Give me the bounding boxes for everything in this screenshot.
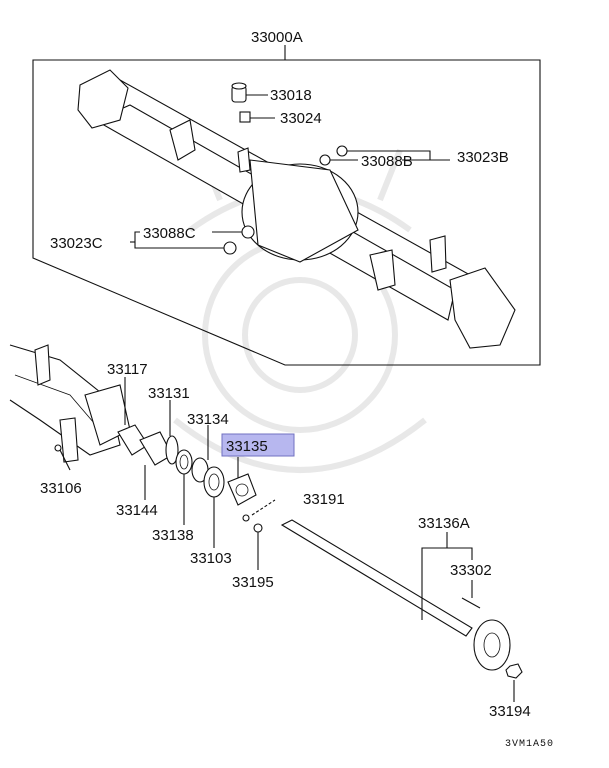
label-33195: 33195 <box>232 574 274 591</box>
label-33144: 33144 <box>116 502 158 519</box>
part-33106-bolt <box>54 444 71 471</box>
part-33136a-axle-shaft <box>280 519 511 671</box>
label-33088c: 33088C <box>143 225 196 242</box>
part-33144-plate <box>139 431 173 500</box>
label-33136a: 33136A <box>418 515 470 532</box>
label-33134: 33134 <box>187 411 229 428</box>
label-33194: 33194 <box>489 703 531 720</box>
part-33302-bolt <box>461 580 481 609</box>
label-33135: 33135 <box>226 438 268 455</box>
label-33131: 33131 <box>148 385 190 402</box>
part-33138-ring <box>175 449 193 525</box>
part-33195-nut <box>253 523 263 570</box>
drawing-code: 3VM1A50 <box>505 739 554 750</box>
label-33088b: 33088B <box>361 153 413 170</box>
label-33138: 33138 <box>152 527 194 544</box>
label-33000a: 33000A <box>251 29 303 46</box>
label-33103: 33103 <box>190 550 232 567</box>
part-33103-bearing <box>203 466 225 548</box>
part-33191-nut <box>242 499 276 522</box>
part-33088c-nut <box>130 225 255 255</box>
label-33024: 33024 <box>280 110 322 127</box>
label-33023b: 33023B <box>457 149 509 166</box>
part-33131-seal <box>165 400 179 465</box>
part-33135-retainer <box>227 457 257 506</box>
label-33018: 33018 <box>270 87 312 104</box>
part-33194-nut <box>505 663 523 702</box>
part-33018-breather <box>231 82 268 103</box>
label-33106: 33106 <box>40 480 82 497</box>
label-33117: 33117 <box>107 361 148 378</box>
part-33024-plug <box>239 111 275 123</box>
axle-housing <box>77 69 516 349</box>
highlight-33135 <box>221 433 295 457</box>
label-33023c: 33023C <box>50 235 103 252</box>
label-33302: 33302 <box>450 562 492 579</box>
label-33191: 33191 <box>303 491 345 508</box>
assembly-frame <box>32 59 541 366</box>
part-33088b-nut <box>319 145 450 166</box>
axle-tube-cutaway <box>9 344 131 463</box>
part-33134-collar <box>191 425 209 483</box>
